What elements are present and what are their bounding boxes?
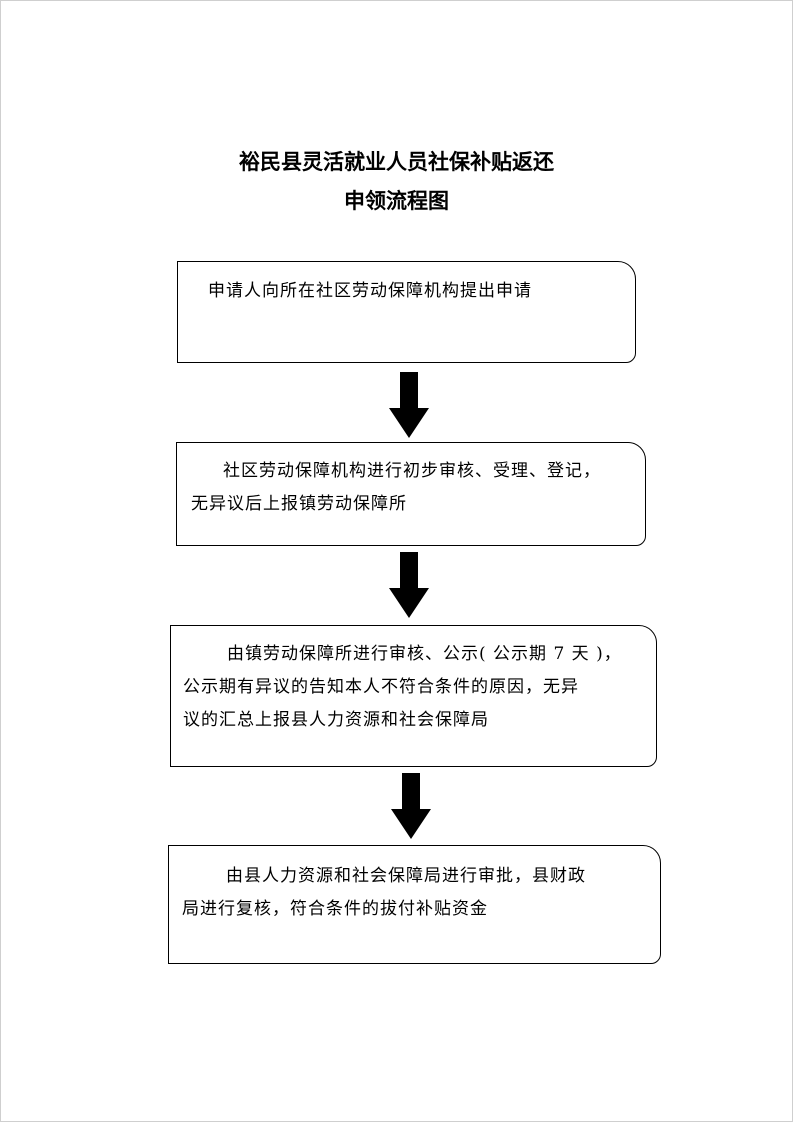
step-3-text-line-3: 议的汇总上报县人力资源和社会保障局 <box>183 710 489 730</box>
step-1-text-line-1: 申请人向所在社区劳动保障机构提出申请 <box>208 281 532 301</box>
step-4-text-line-1: 由县人力资源和社会保障局进行审批，县财政 <box>226 866 586 886</box>
step-3-box: 由镇劳动保障所进行审核、公示( 公示期 7 天 )， 公示期有异议的告知本人不符… <box>170 625 657 767</box>
arrow-down-icon <box>389 552 429 618</box>
arrow-down-icon <box>389 372 429 438</box>
arrow-down-icon <box>391 773 431 839</box>
step-1-box: 申请人向所在社区劳动保障机构提出申请 <box>177 261 636 363</box>
step-2-box: 社区劳动保障机构进行初步审核、受理、登记， 无异议后上报镇劳动保障所 <box>176 442 646 546</box>
flowchart-title-line-2: 申领流程图 <box>344 188 449 213</box>
step-4-text-line-2: 局进行复核，符合条件的拔付补贴资金 <box>182 899 488 919</box>
step-2-text-line-2: 无异议后上报镇劳动保障所 <box>191 494 407 514</box>
step-2-text-line-1: 社区劳动保障机构进行初步审核、受理、登记， <box>223 461 601 481</box>
flowchart-title-line-1: 裕民县灵活就业人员社保补贴返还 <box>239 149 554 174</box>
step-4-box: 由县人力资源和社会保障局进行审批，县财政 局进行复核，符合条件的拔付补贴资金 <box>168 845 661 964</box>
step-3-text-line-1: 由镇劳动保障所进行审核、公示( 公示期 7 天 )， <box>227 644 622 664</box>
step-3-text-line-2: 公示期有异议的告知本人不符合条件的原因，无异 <box>183 677 579 697</box>
